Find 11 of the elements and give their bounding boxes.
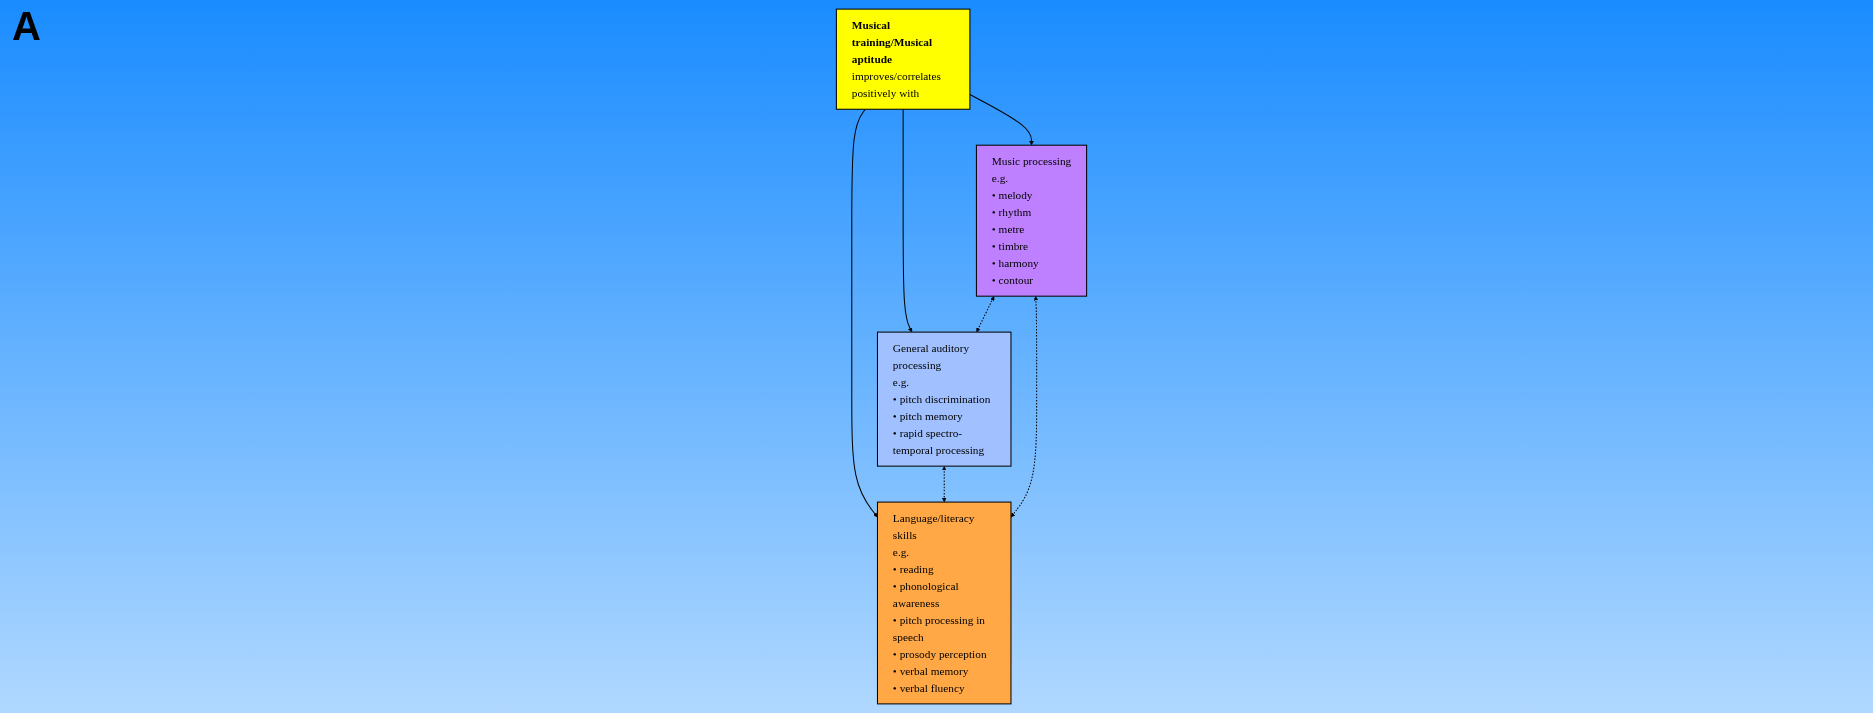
arrow: [1010, 296, 1039, 518]
arrow: [902, 108, 913, 333]
node-box: Music processing e.g. • melody • rhythm • metre • timbre • harmony • contour: [975, 144, 1088, 297]
arrow: [941, 466, 947, 503]
node-box: Musical training/Musical aptitude improves/correlates positively with: [835, 8, 971, 110]
arrow: [851, 108, 878, 518]
panel-letter: A: [12, 4, 41, 49]
arrow: [969, 94, 1034, 146]
arrow: [976, 296, 995, 333]
node-box: Language/literacy skills e.g. • reading • phonological awareness • pitch processing in speech • prosody perception • verbal memory • verbal fluency: [876, 501, 1012, 705]
node-box: General auditory processing e.g. • pitch discrimination • pitch memory • rapid spectro-temporal processing: [876, 331, 1012, 467]
